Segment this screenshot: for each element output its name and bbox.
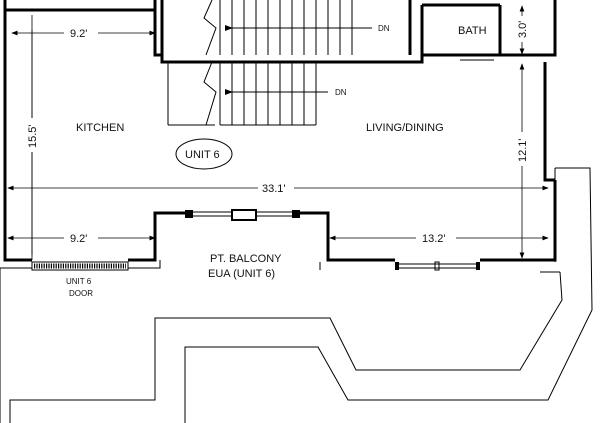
kitchen-depth-dimension: 15.5' xyxy=(27,124,39,148)
unit-door xyxy=(31,261,129,271)
kitchen-label: KITCHEN xyxy=(76,122,124,134)
living-depth-dimension: 12.1' xyxy=(517,138,529,162)
living-window xyxy=(395,261,480,271)
lower-stair-label: DN xyxy=(335,88,347,97)
unit-label: UNIT 6 xyxy=(185,149,220,161)
living-dining-label: LIVING/DINING xyxy=(366,122,444,134)
balcony-window xyxy=(185,209,300,221)
kitchen-width-dimension: 9.2' xyxy=(70,28,87,40)
lower-left-width-dimension: 9.2' xyxy=(70,233,87,245)
lower-right-width-dimension: 13.2' xyxy=(422,233,446,245)
lower-stair xyxy=(167,61,328,126)
walls xyxy=(3,0,557,262)
balcony-label-line1: PT. BALCONY xyxy=(210,253,282,265)
bath-label: BATH xyxy=(458,25,487,37)
bath-door xyxy=(460,55,494,61)
door-label-line2: DOOR xyxy=(69,289,93,298)
balcony-label-line2: EUA (UNIT 6) xyxy=(208,268,275,280)
upper-stair-label: DN xyxy=(378,24,390,33)
door-label-line1: UNIT 6 xyxy=(66,277,92,286)
total-width-dimension: 33.1' xyxy=(262,183,286,195)
bath-depth-dimension: 3.0' xyxy=(517,21,529,38)
unit-tag xyxy=(175,138,233,170)
upper-stair xyxy=(203,0,372,56)
